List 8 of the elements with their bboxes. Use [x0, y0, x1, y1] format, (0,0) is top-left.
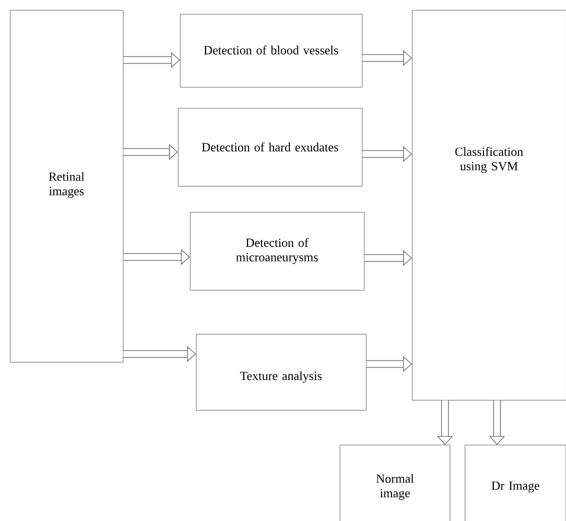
input-box: Retinal images [10, 10, 124, 362]
process-box: Detection of blood vessels [180, 14, 362, 88]
process-box: Detection of microaneurysms [190, 212, 364, 290]
classifier-box: Classification using SVM [412, 10, 566, 400]
process-box: Texture analysis [196, 334, 366, 410]
output-box: Dr Image [464, 444, 566, 521]
output-box: Normal image [340, 444, 450, 521]
process-box: Detection of hard exudates [178, 108, 362, 186]
